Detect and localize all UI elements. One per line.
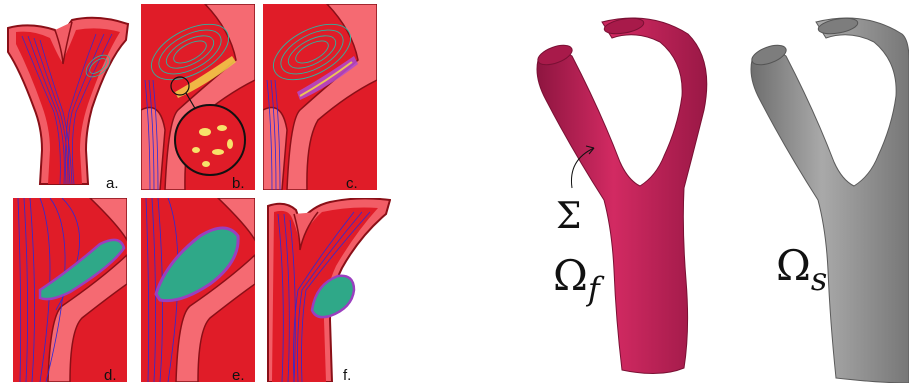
panel-e xyxy=(141,198,255,382)
omega-s-symbol: Ω xyxy=(776,241,811,290)
panel-label-f: f. xyxy=(343,367,351,383)
omega-s-label: Ωs xyxy=(776,241,827,298)
omega-f-symbol: Ω xyxy=(553,251,588,300)
panel-c xyxy=(263,4,377,190)
sigma-label: Σ xyxy=(556,196,581,237)
panel-d xyxy=(13,198,127,382)
panel-a-lumen xyxy=(16,28,120,184)
panel-f xyxy=(268,198,390,382)
panel-label-c: c. xyxy=(346,175,358,192)
vessel-fluid-domain xyxy=(535,16,706,374)
panel-label-e: e. xyxy=(232,367,245,383)
vessel-solid-surface xyxy=(751,18,909,383)
omega-s-subscript: s xyxy=(811,260,827,298)
panel-label-b: b. xyxy=(232,175,245,192)
panel-b-magnifier xyxy=(175,105,245,175)
panel-label-a: a. xyxy=(106,175,119,192)
omega-f-label: Ωf xyxy=(553,251,605,308)
panel-a xyxy=(8,18,128,184)
vessel-solid-domain xyxy=(749,16,909,383)
panel-b xyxy=(141,4,255,190)
panel-label-d: d. xyxy=(104,367,117,383)
omega-f-subscript: f xyxy=(586,270,605,308)
